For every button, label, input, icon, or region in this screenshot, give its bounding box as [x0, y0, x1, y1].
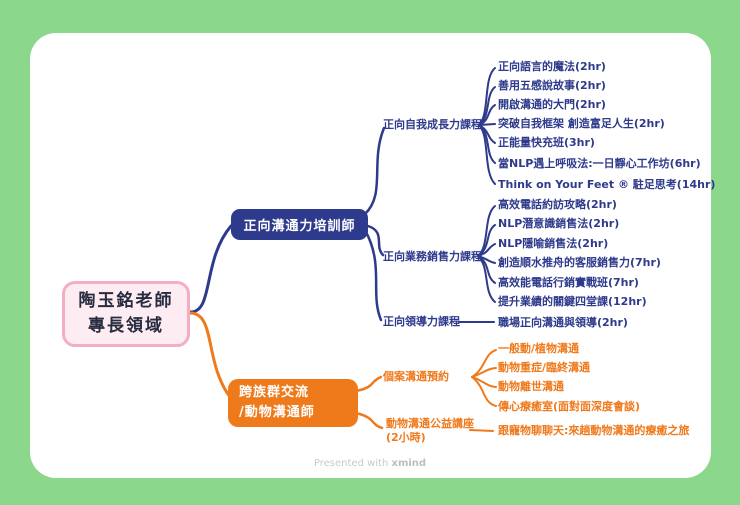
leaf-course[interactable]: NLP隱喻銷售法(2hr): [498, 237, 609, 250]
leaf-course[interactable]: NLP潛意識銷售法(2hr): [498, 217, 620, 230]
branch-label-line1: 跨族群交流: [239, 384, 310, 400]
leaf-service[interactable]: 傳心療癒室(面對面深度會談): [498, 400, 641, 413]
xmind-brand: xmind: [391, 458, 427, 469]
leaf-service[interactable]: 一般動/植物溝通: [498, 342, 580, 355]
leaf-course[interactable]: 正能量快充班(3hr): [498, 136, 595, 149]
leaf-course[interactable]: 高效能電話行銷實戰班(7hr): [498, 276, 639, 289]
central-topic[interactable]: 陶玉銘老師 專長領域: [62, 281, 190, 347]
leaf-course[interactable]: 提升業績的關鍵四堂課(12hr): [498, 295, 647, 308]
subtopic-sales-courses[interactable]: 正向業務銷售力課程: [383, 250, 482, 263]
leaf-service[interactable]: 動物離世溝通: [498, 380, 564, 393]
central-topic-line2: 專長領域: [88, 316, 164, 336]
subtopic-charity-lecture-duration[interactable]: (2小時): [386, 431, 426, 444]
branch-animal-communicator[interactable]: 跨族群交流 /動物溝通師: [228, 379, 358, 427]
footer-credit: Presented with xmind: [0, 458, 740, 469]
leaf-course[interactable]: 突破自我框架 創造富足人生(2hr): [498, 117, 665, 130]
footer-prefix: Presented with: [313, 458, 392, 469]
leaf-course[interactable]: 創造順水推舟的客服銷售力(7hr): [498, 256, 661, 269]
subtopic-leadership-courses[interactable]: 正向領導力課程: [383, 315, 460, 328]
subtopic-case-booking[interactable]: 個案溝通預約: [383, 370, 449, 383]
leaf-course[interactable]: 開啟溝通的大門(2hr): [498, 98, 606, 111]
leaf-course[interactable]: 當NLP遇上呼吸法:一日靜心工作坊(6hr): [498, 157, 701, 170]
leaf-course[interactable]: Think on Your Feet ® 駐足思考(14hr): [498, 178, 716, 191]
central-topic-line1: 陶玉銘老師: [78, 291, 174, 312]
leaf-service[interactable]: 動物重症/臨終溝通: [498, 361, 591, 374]
subtopic-charity-lecture[interactable]: 動物溝通公益講座: [386, 417, 474, 430]
subtopic-self-growth-courses[interactable]: 正向自我成長力課程: [383, 118, 482, 131]
branch-label: 正向溝通力培訓師: [243, 219, 356, 234]
leaf-course[interactable]: 高效電話約訪攻略(2hr): [498, 198, 617, 211]
leaf-course[interactable]: 善用五感說故事(2hr): [498, 79, 606, 92]
branch-positive-communication-trainer[interactable]: 正向溝通力培訓師: [231, 209, 368, 240]
leaf-course[interactable]: 職場正向溝通與領導(2hr): [498, 316, 628, 329]
leaf-service[interactable]: 跟寵物聊聊天:來趟動物溝通的療癒之旅: [498, 424, 690, 437]
leaf-course[interactable]: 正向語言的魔法(2hr): [498, 60, 606, 73]
branch-label-line2: /動物溝通師: [239, 405, 315, 420]
